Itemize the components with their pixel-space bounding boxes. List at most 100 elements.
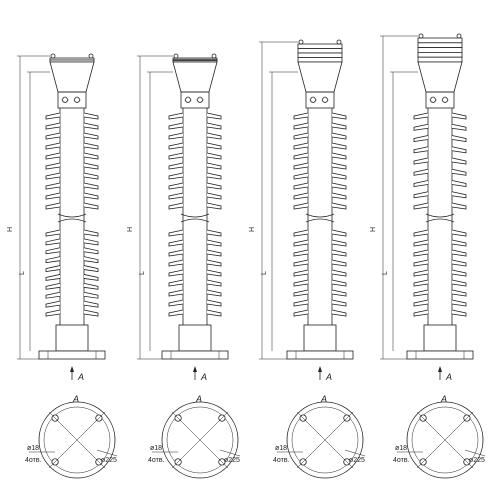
- upper-shed: [45, 142, 99, 150]
- flange-plate: [417, 37, 463, 44]
- section-arrow-label: A: [325, 372, 332, 382]
- view-title: A: [440, 394, 447, 404]
- upper-shed: [413, 191, 467, 199]
- upper-shed: [168, 142, 222, 150]
- lower-shed: [168, 269, 222, 277]
- connector-hook: [441, 96, 449, 103]
- flange-plate: [297, 43, 343, 49]
- flange-plate: [417, 42, 463, 48]
- lower-shed: [293, 249, 347, 257]
- lower-shed: [293, 229, 347, 237]
- lower-shed: [293, 259, 347, 267]
- bolt-head: [88, 53, 94, 59]
- top-collar: [305, 91, 335, 109]
- bolt-circle: [411, 406, 479, 474]
- connector-hook: [73, 96, 81, 103]
- flange-outline: [286, 401, 364, 479]
- upper-shed: [293, 172, 347, 180]
- lower-shed: [45, 238, 99, 246]
- dim-label-h: H: [249, 227, 256, 232]
- dim-label-l: L: [261, 271, 268, 275]
- top-fitting: [297, 61, 343, 93]
- flange-plate: [297, 48, 343, 54]
- base-flange: [161, 350, 229, 360]
- connector-hook: [321, 96, 329, 103]
- bolt-circle: [166, 406, 234, 474]
- upper-shed: [413, 112, 467, 120]
- hole-diameter-label: ø18: [275, 445, 287, 452]
- section-arrow-head: [438, 366, 442, 372]
- section-arrow-label: A: [77, 372, 84, 382]
- upper-shed: [413, 123, 467, 131]
- leader-line: [219, 449, 241, 457]
- base-flange: [286, 350, 354, 360]
- lower-shed: [293, 309, 347, 317]
- lower-shed: [45, 256, 99, 264]
- bottom-fitting: [178, 324, 212, 352]
- dim-label-l: L: [139, 271, 146, 275]
- bottom-fitting: [55, 324, 89, 352]
- center-line: [416, 411, 474, 469]
- lower-shed: [45, 274, 99, 281]
- joint-band: [180, 218, 210, 223]
- connector-hook: [196, 96, 204, 103]
- lower-shed: [413, 229, 467, 237]
- leader-line: [344, 449, 366, 457]
- section-arrow-head: [193, 366, 197, 372]
- lower-shed: [45, 247, 99, 255]
- flange-plate: [297, 57, 343, 63]
- lower-shed: [168, 229, 222, 237]
- flange-outline: [406, 401, 484, 479]
- upper-shed: [45, 172, 99, 180]
- top-collar: [57, 91, 87, 109]
- lower-shed: [168, 259, 222, 267]
- bolt-circle: [43, 406, 111, 474]
- top-collar: [425, 91, 455, 109]
- hole-diameter-label: ø18: [395, 445, 407, 452]
- lower-shed: [413, 239, 467, 247]
- top-fitting: [417, 61, 463, 93]
- upper-shed: [168, 112, 222, 120]
- top-fitting: [49, 61, 95, 93]
- upper-shed: [45, 152, 99, 160]
- bolt-head: [418, 33, 424, 39]
- hole-count-label: 4отв.: [393, 457, 410, 464]
- bolt-circle-label: ø225: [349, 457, 365, 464]
- center-line: [48, 411, 106, 469]
- hole-count-label: 4отв.: [148, 457, 165, 464]
- lower-shed: [45, 229, 99, 237]
- lower-shed: [45, 309, 99, 317]
- view-title: A: [195, 394, 202, 404]
- bottom-fitting: [423, 324, 457, 352]
- bolt-circle-label: ø225: [224, 457, 240, 464]
- lower-shed: [413, 279, 467, 287]
- lower-shed: [168, 279, 222, 287]
- lower-shed: [293, 299, 347, 307]
- joint-band: [305, 213, 335, 218]
- lower-shed: [293, 239, 347, 247]
- flange-outline: [38, 401, 116, 479]
- lower-shed: [293, 269, 347, 277]
- connector-hook: [61, 96, 69, 103]
- bolt-head: [456, 33, 462, 39]
- upper-shed: [413, 135, 467, 142]
- lower-shed: [168, 249, 222, 257]
- bolt-circle-label: ø225: [469, 457, 485, 464]
- lower-shed: [45, 291, 99, 299]
- top-collar: [180, 91, 210, 109]
- lower-shed: [45, 300, 99, 308]
- upper-shed: [168, 182, 222, 190]
- upper-shed: [413, 202, 467, 210]
- upper-shed: [293, 132, 347, 140]
- view-title: A: [72, 394, 79, 404]
- upper-shed: [168, 202, 222, 210]
- flange-plate: [417, 56, 463, 63]
- section-arrow-head: [70, 366, 74, 372]
- lower-shed: [413, 289, 467, 297]
- upper-shed: [293, 162, 347, 170]
- lower-shed: [413, 299, 467, 307]
- dim-label-h: H: [7, 227, 14, 232]
- dim-label-l: L: [19, 271, 26, 275]
